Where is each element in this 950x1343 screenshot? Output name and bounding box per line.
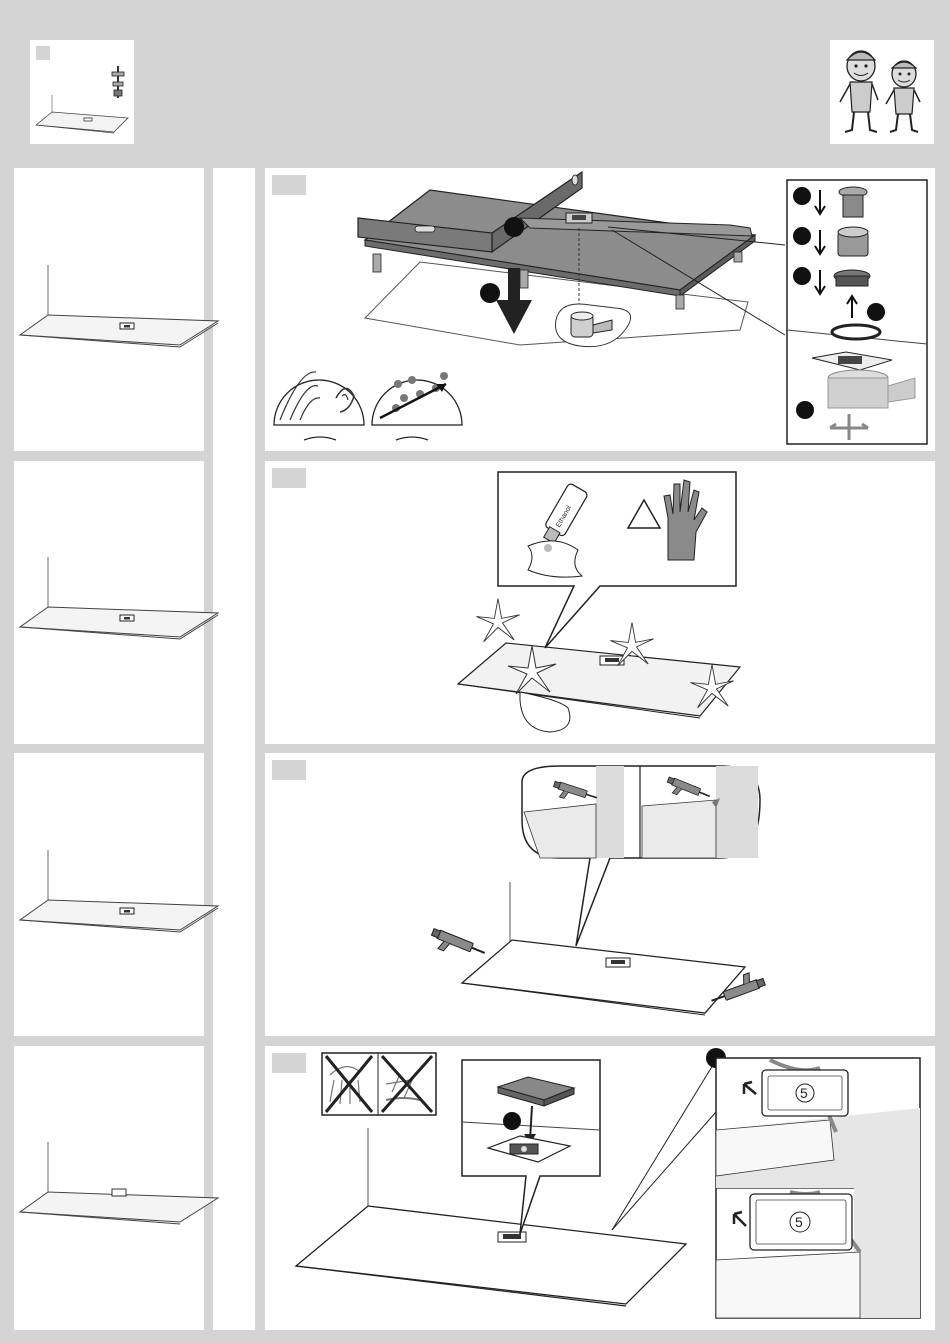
mascot-icon xyxy=(840,51,920,132)
step-3-illustration xyxy=(428,766,766,1015)
step-2-illustration: Ethanol xyxy=(458,472,740,732)
thumb-tray-3 xyxy=(20,850,218,932)
thumb-tray-1 xyxy=(20,265,218,347)
header-tray-icon xyxy=(36,95,128,133)
water-drops-icon xyxy=(372,372,462,425)
strip-number-bottom: 5 xyxy=(795,1214,803,1230)
adjustable-foot-icon xyxy=(112,66,124,98)
no-shower-icon xyxy=(322,1053,436,1115)
step-4-illustration: 5 5 xyxy=(296,1048,920,1318)
wood-grain-icon xyxy=(274,372,364,425)
thumb-tray-4 xyxy=(20,1142,218,1224)
step-1-illustration xyxy=(274,172,927,444)
thumb-tray-2 xyxy=(20,557,218,639)
strip-number-top: 5 xyxy=(800,1085,808,1101)
